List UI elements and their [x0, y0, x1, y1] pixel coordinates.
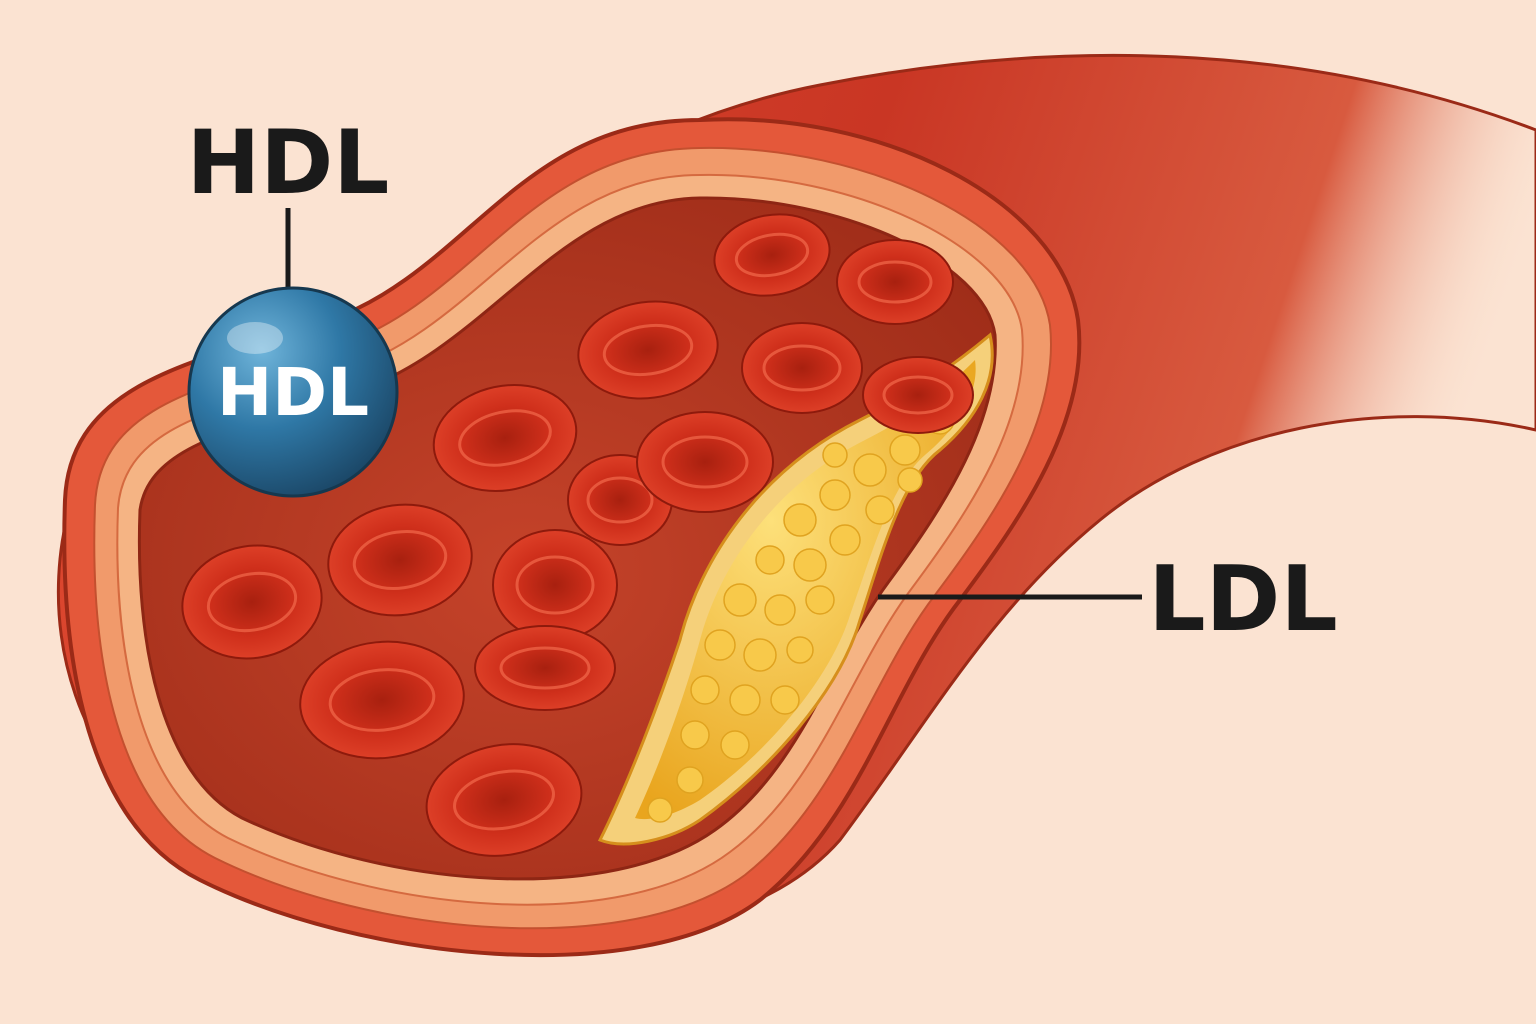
red-blood-cell-icon — [577, 300, 719, 400]
red-blood-cell-icon — [862, 356, 974, 434]
plaque-globules — [647, 405, 955, 823]
red-blood-cell-icon — [327, 503, 473, 617]
cholesterol-plaque-icon — [597, 332, 994, 846]
red-blood-cell-icon — [713, 213, 831, 297]
red-blood-cell-icon — [636, 411, 774, 513]
plaque-fat-deposit — [635, 360, 976, 820]
red-blood-cells — [181, 213, 974, 857]
hdl-particle-sphere — [187, 286, 399, 498]
hdl-particle-icon: HDL — [187, 286, 399, 498]
red-blood-cell-icon — [425, 743, 583, 857]
red-blood-cell-icon — [181, 544, 323, 660]
hdl-particle-label: HDL — [217, 354, 369, 431]
red-blood-cell-icon — [299, 640, 465, 760]
hdl-particle-highlight — [227, 322, 283, 354]
red-blood-cell-icon — [492, 529, 618, 641]
hdl-callout-label: HDL — [187, 111, 390, 214]
red-blood-cell-icon — [432, 383, 578, 493]
red-blood-cell-icon — [836, 239, 954, 325]
red-blood-cell-icon — [474, 625, 616, 711]
red-blood-cell-icon — [741, 322, 863, 414]
ldl-callout-label: LDL — [1148, 547, 1337, 652]
